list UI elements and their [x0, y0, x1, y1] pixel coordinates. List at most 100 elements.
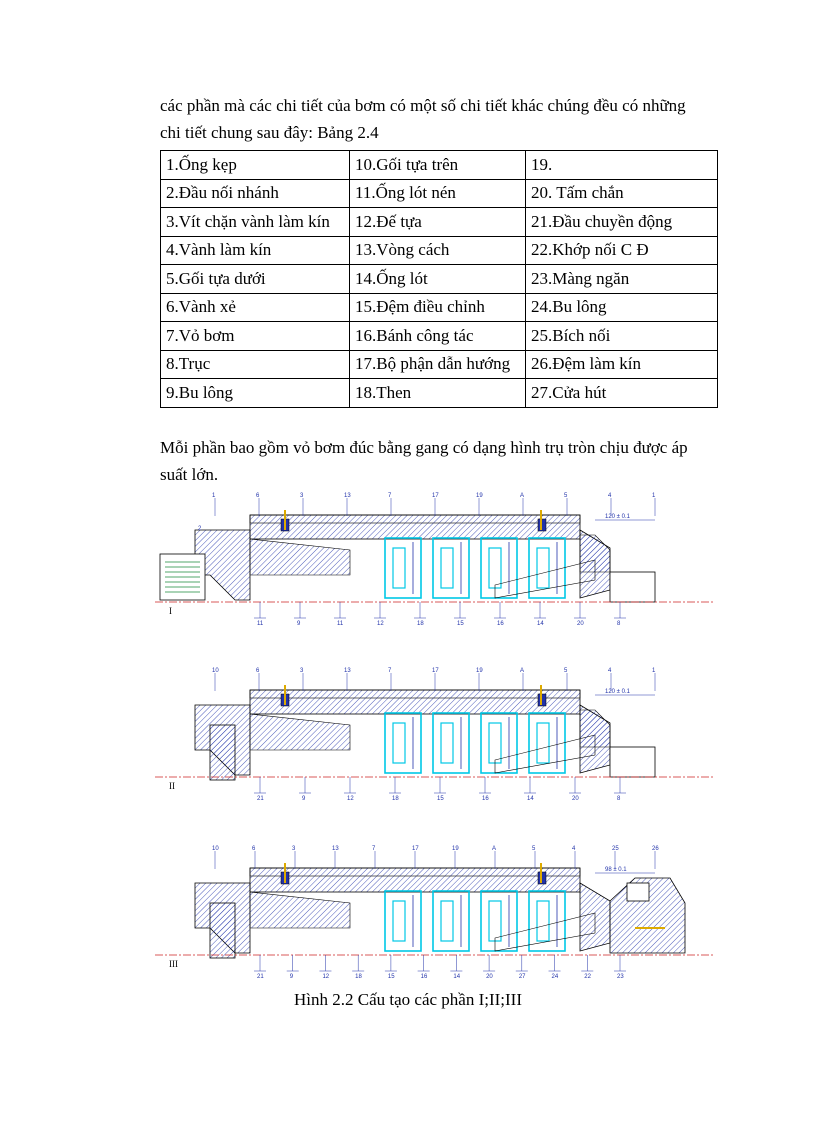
part-number-label: 22 — [584, 974, 591, 980]
part-number-label: 19 — [476, 493, 483, 499]
table-cell: 25.Bích nối — [525, 321, 718, 351]
part-number-label: 15 — [388, 974, 395, 980]
table-cell: 1.Ống kẹp — [160, 150, 350, 180]
part-number-label: 13 — [344, 493, 351, 499]
part-number-label: 1 — [652, 668, 656, 674]
section-roman-numeral: II — [169, 781, 175, 791]
stage-casing — [249, 891, 351, 929]
part-number-label: 16 — [497, 621, 504, 627]
table-cell: 26.Đệm làm kín — [525, 349, 718, 379]
part-number-label: 3 — [300, 493, 304, 499]
part-number-label: 12 — [377, 621, 384, 627]
part-number-label: 13 — [344, 668, 351, 674]
table-cell: 5.Gối tựa dưới — [160, 264, 350, 294]
table-cell: 18.Then — [349, 378, 526, 408]
tapered-sleeve — [494, 912, 596, 952]
part-number-label: 12 — [322, 974, 329, 980]
impeller-vane — [488, 900, 502, 942]
part-number-label: 10 — [212, 846, 219, 852]
part-number-label: 3 — [300, 668, 304, 674]
part-number-label: 9 — [290, 974, 294, 980]
part-number-label: 4 — [608, 668, 612, 674]
table-cell: 21.Đầu chuyền động — [525, 207, 718, 237]
table-cell: 27.Cửa hút — [525, 378, 718, 408]
impeller-stage — [528, 890, 566, 952]
part-number-label: 14 — [537, 621, 544, 627]
part-number-label: 19 — [476, 668, 483, 674]
part-number-label: 20 — [577, 621, 584, 627]
description-paragraph: Mỗi phần bao gồm vỏ bơm đúc bằng gang có… — [160, 434, 712, 488]
part-number-label: 18 — [392, 796, 399, 802]
part-number-label: 3 — [292, 846, 296, 852]
part-number-label: 6 — [252, 846, 256, 852]
table-cell: 19. — [525, 150, 718, 180]
section-roman-numeral: III — [169, 959, 178, 969]
part-number-label: 26 — [652, 846, 659, 852]
part-number-label: 5 — [564, 493, 568, 499]
impeller-stage — [480, 890, 518, 952]
impeller-vane — [392, 547, 406, 589]
housing-flange-line — [249, 689, 581, 699]
shaft-end-coupling — [609, 746, 656, 778]
part-number-label: 6 — [256, 493, 260, 499]
impeller-vane — [392, 722, 406, 764]
upper-bearing-housing — [579, 534, 611, 573]
part-number-label: A — [520, 668, 524, 674]
pump-housing — [249, 689, 581, 715]
stage-casing — [249, 713, 351, 751]
tapered-sleeve — [494, 734, 596, 774]
table-cell: 9.Bu lông — [160, 378, 350, 408]
impeller-vane — [488, 547, 502, 589]
tapered-sleeve — [494, 559, 596, 599]
part-number-label: 18 — [355, 974, 362, 980]
part-number-label: 21 — [257, 974, 264, 980]
table-cell: 14.Ống lót — [349, 264, 526, 294]
pump-housing — [249, 514, 581, 540]
dimension-label: 98 ± 0.1 — [605, 867, 627, 873]
impeller-stage — [432, 712, 470, 774]
table-cell: 8.Trục — [160, 349, 350, 379]
part-number-label: 20 — [572, 796, 579, 802]
part-number-label: 14 — [527, 796, 534, 802]
part-number-label: 6 — [256, 668, 260, 674]
part-number-label: 17 — [432, 493, 439, 499]
part-number-label: 21 — [257, 796, 264, 802]
part-number-label: 16 — [482, 796, 489, 802]
description-line-1: Mỗi phần bao gồm vỏ bơm đúc bằng gang có… — [160, 438, 688, 457]
part-number-label: 25 — [612, 846, 619, 852]
table-cell: 12.Đế tựa — [349, 207, 526, 237]
impeller-vane — [536, 547, 550, 589]
part-number-label: 14 — [453, 974, 460, 980]
impeller-stage — [480, 712, 518, 774]
drive-end-housing — [209, 902, 236, 959]
part-number-label: 12 — [347, 796, 354, 802]
table-cell: 6.Vành xẻ — [160, 292, 350, 322]
impeller-stage — [528, 712, 566, 774]
table-cell: 15.Đệm điều chỉnh — [349, 292, 526, 322]
part-number-label: 20 — [486, 974, 493, 980]
part-number-label: 23 — [617, 974, 624, 980]
upper-bearing-housing — [579, 709, 611, 748]
table-cell: 11.Ống lót nén — [349, 178, 526, 208]
part-number-label: 16 — [421, 974, 428, 980]
table-cell: 13.Vòng cách — [349, 235, 526, 265]
part-number-label: 15 — [457, 621, 464, 627]
part-number-label: 7 — [388, 668, 392, 674]
part-number-label: 5 — [532, 846, 536, 852]
section-roman-numeral: I — [169, 606, 172, 616]
table-cell: 4.Vành làm kín — [160, 235, 350, 265]
part-number-label: 17 — [432, 668, 439, 674]
part-number-label: 9 — [302, 796, 306, 802]
impeller-vane — [392, 900, 406, 942]
part-number-label: 11 — [337, 621, 344, 627]
table-cell: 3.Vít chặn vành làm kín — [160, 207, 350, 237]
